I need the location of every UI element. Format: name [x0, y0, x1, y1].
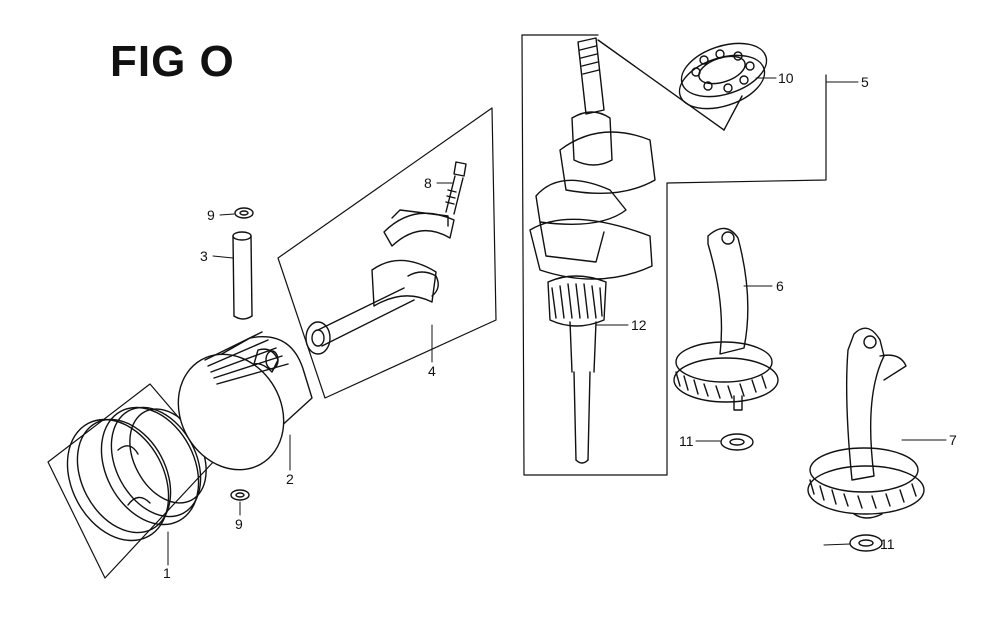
crankshaft-drawing [530, 38, 655, 463]
callout-pin-clip-bottom: 9 [235, 516, 243, 532]
callout-piston-pin: 3 [200, 248, 208, 264]
pin-clip-top-drawing [235, 208, 253, 218]
callout-washer-lower: 11 [880, 536, 895, 552]
rod-bolt-drawing [446, 162, 466, 214]
callout-rod-bolt: 8 [424, 175, 432, 191]
callout-crankshaft-assembly: 5 [861, 74, 869, 90]
balancer-lower-drawing [808, 328, 924, 518]
pin-clip-bottom-drawing [231, 490, 249, 500]
callout-balancer-upper: 6 [776, 278, 784, 294]
crankshaft-frame-drawing [521, 34, 827, 476]
balancer-upper-drawing [674, 228, 778, 410]
washer-lower-drawing [850, 535, 882, 551]
piston-pin-drawing [233, 232, 252, 319]
leader-lines [167, 77, 947, 566]
callout-connecting-rod-assembly: 4 [428, 363, 436, 379]
callout-pin-clip-top: 9 [207, 207, 215, 223]
piston-drawing [158, 332, 312, 489]
callout-crankshaft: 12 [631, 317, 647, 333]
washer-upper-drawing [721, 434, 753, 450]
connecting-rod-drawing [278, 108, 496, 398]
callout-bearing: 10 [778, 70, 794, 86]
callout-piston-rings: 1 [163, 565, 171, 581]
connecting-rod-frame [278, 108, 496, 398]
callout-balancer-lower: 7 [949, 432, 957, 448]
bearing-drawing [598, 34, 773, 130]
callout-washer-upper: 11 [679, 433, 694, 449]
crankshaft-assembly-frame [521, 34, 827, 476]
callout-piston: 2 [286, 471, 294, 487]
figure-title: FIG O [110, 37, 235, 86]
